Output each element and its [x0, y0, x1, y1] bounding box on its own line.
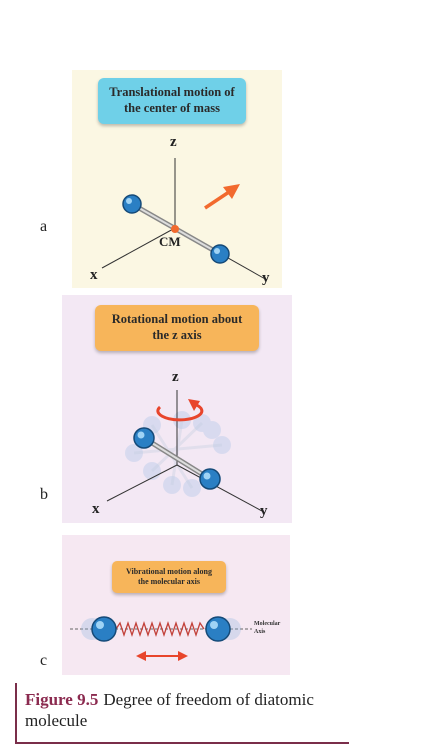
molecular-axis-label: Molecular Axis — [254, 621, 280, 637]
center-of-mass-label: CM — [159, 234, 181, 249]
translational-title-line2: the center of mass — [124, 101, 220, 115]
axis-y-label: y — [262, 270, 270, 286]
rotational-title-line1: Rotational motion about — [111, 312, 243, 327]
figure-number: Figure 9.5 — [25, 690, 99, 709]
axis-z-label: z — [172, 369, 179, 385]
molecular-axis-label-line1: Molecular — [254, 621, 281, 627]
axis-x-label: x — [92, 501, 100, 517]
figure-caption-text: Degree of freedom of diatomic molecule — [25, 690, 314, 731]
axis-y-label: y — [260, 503, 268, 519]
panel-letter-c: c — [40, 652, 48, 669]
rotational-title-box: Rotational motion about the z axis — [95, 305, 259, 351]
axis-z-label: z — [170, 134, 177, 150]
panel-translational: Translational motion of the center of ma… — [72, 70, 282, 288]
panel-vibrational: Vibrational motion along the molecular a… — [62, 535, 290, 675]
axis-x-label: x — [90, 267, 98, 283]
molecular-axis-label-line2: Axis — [254, 628, 266, 635]
translational-title-box: Translational motion of the center of ma… — [98, 78, 246, 124]
panel-rotational: Rotational motion about the z axis z x y — [62, 295, 292, 523]
vibrational-diagram — [62, 535, 290, 675]
panel-letter-a: a — [40, 218, 48, 235]
vibrational-title-line2: the molecular axis — [137, 577, 201, 586]
vibrational-title-box: Vibrational motion along the molecular a… — [112, 561, 226, 593]
rotational-title-line2: the z axis — [152, 328, 202, 342]
translational-title-line1: Translational motion of — [109, 85, 235, 100]
vibrational-title-line1: Vibrational motion along — [126, 567, 212, 576]
panel-letter-b: b — [40, 486, 48, 503]
